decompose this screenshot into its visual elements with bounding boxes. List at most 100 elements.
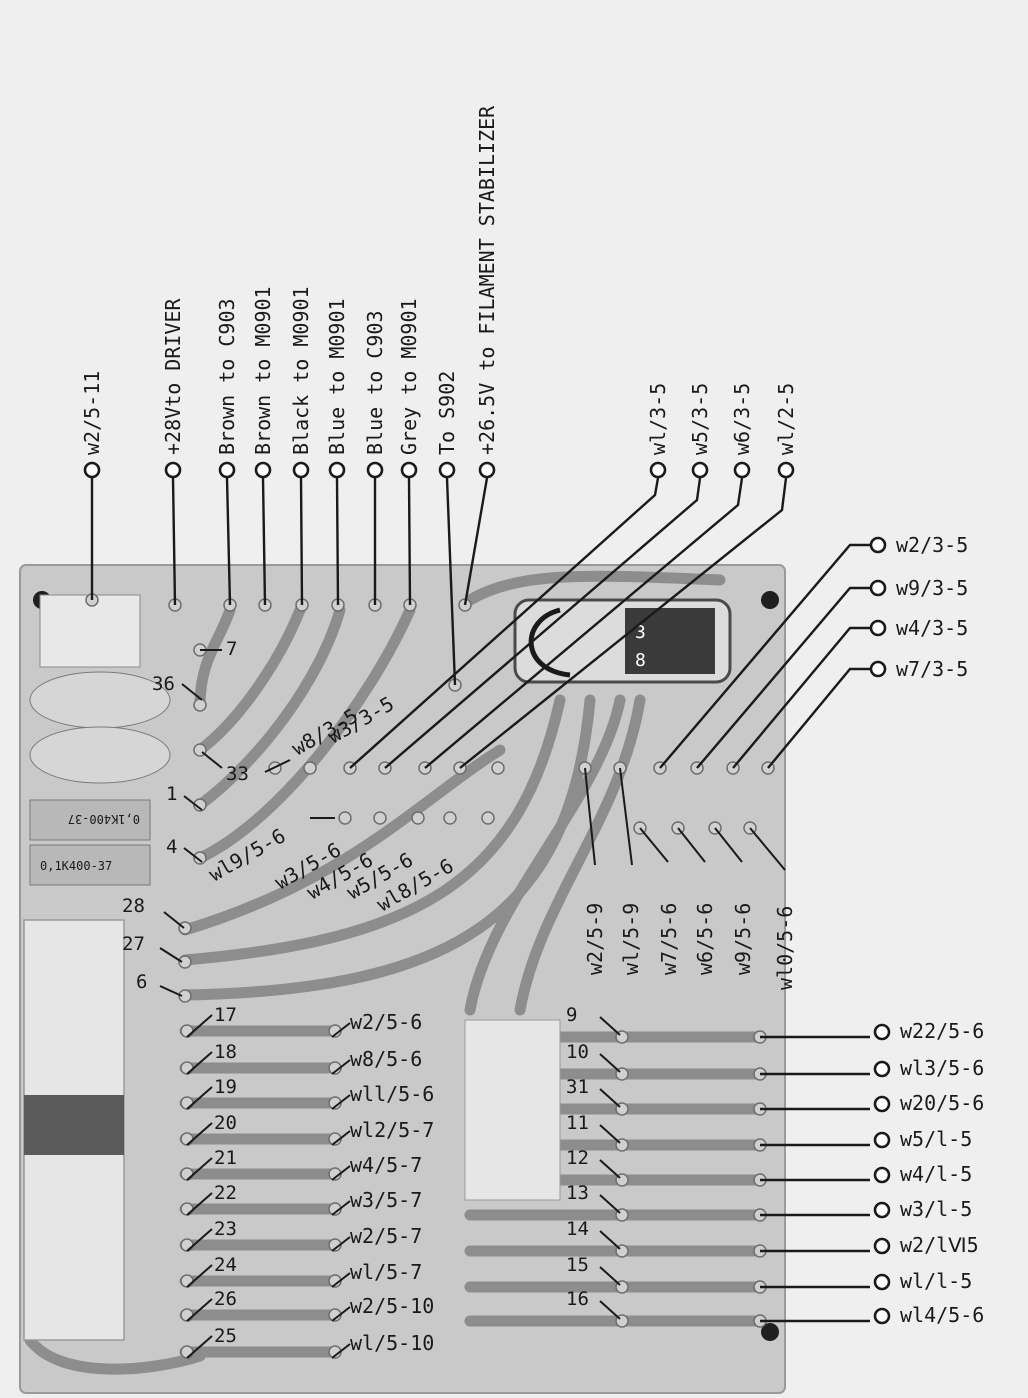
capacitor-label: 0,1K400-37	[68, 812, 140, 826]
terminal-label: w4/l-5	[900, 1162, 972, 1186]
row-number: 16	[566, 1288, 589, 1310]
trace	[194, 604, 346, 811]
solder-pad	[180, 1167, 194, 1181]
pointer-line	[331, 1130, 351, 1146]
row-number: 19	[214, 1076, 237, 1098]
terminal-circle	[777, 461, 795, 479]
row-number: 15	[566, 1254, 589, 1276]
terminal-circle	[873, 1237, 891, 1255]
trace	[179, 694, 596, 1001]
row-label: w4/5-7	[350, 1153, 422, 1177]
row-number: 11	[566, 1112, 589, 1134]
row-number: 10	[566, 1041, 589, 1063]
terminal-label: Brown to C903	[215, 298, 239, 455]
terminal-label: w20/5-6	[900, 1091, 984, 1115]
pointer-line	[584, 767, 596, 866]
solder-pad	[338, 811, 352, 825]
pointer-line	[201, 751, 223, 769]
terminal-label: w5/3-5	[688, 383, 712, 455]
row-label: wll/5-6	[350, 1082, 434, 1106]
pointer-line	[331, 1094, 351, 1110]
top-terminal-group: w2/5-11 +28Vto DRIVER Brown to C903 Brow…	[80, 105, 798, 455]
pin-number: 28	[122, 895, 145, 917]
pin-number: 6	[136, 971, 147, 993]
terminal-circle	[869, 579, 887, 597]
terminal-circle	[649, 461, 667, 479]
terminal-label: To S902	[435, 371, 459, 455]
pointer-line	[186, 1298, 213, 1322]
relay: 3 8	[513, 598, 732, 684]
mounting-hole-top-right	[761, 591, 779, 609]
terminal-circle	[478, 461, 496, 479]
row-number: 9	[566, 1004, 577, 1026]
terminal-label: w2/3-5	[896, 533, 968, 557]
terminal-circle	[873, 1166, 891, 1184]
terminal-label: wl/2-5	[774, 383, 798, 455]
terminal-label: wl3/5-6	[900, 1056, 984, 1080]
pointer-line	[186, 1014, 213, 1038]
electrolytic-capacitor	[29, 671, 171, 729]
terminal-circle	[366, 461, 384, 479]
lead	[261, 477, 267, 606]
pin-number: 36	[152, 673, 175, 695]
copper-traces	[24, 570, 726, 1375]
row-label: wl2/5-7	[350, 1118, 434, 1142]
solder-pad	[180, 1061, 194, 1075]
terminal-circle	[254, 461, 272, 479]
row-number: 21	[214, 1147, 237, 1169]
terminal-circle	[869, 619, 887, 637]
board-label: w9/5-6	[731, 903, 755, 975]
terminal-label: +28Vto DRIVER	[161, 298, 185, 455]
capacitor-block	[29, 844, 151, 886]
terminal-label: w6/3-5	[730, 383, 754, 455]
left-pin-labels: 7 36 33 1 4 28 27 6	[122, 638, 249, 997]
solder-pad	[481, 811, 495, 825]
pointer-line	[331, 1236, 351, 1252]
terminal-label: w3/l-5	[900, 1197, 972, 1221]
row-label: wl/5-10	[350, 1331, 434, 1355]
lead	[424, 477, 744, 769]
row-label: w8/5-6	[350, 1047, 422, 1071]
relay-contacts	[625, 608, 715, 674]
pointer-line	[186, 1192, 213, 1216]
terminal-label: Blue to M0901	[325, 298, 349, 455]
pointer-line	[159, 947, 183, 963]
terminal-circle	[873, 1023, 891, 1041]
capacitor-label: 0,1K400-37	[40, 859, 112, 873]
pointer-line	[331, 1200, 351, 1216]
pin-number: 33	[226, 763, 249, 785]
terminal-label: wl4/5-6	[900, 1303, 984, 1327]
board-label: wl/5-9	[619, 903, 643, 975]
pointer-line	[677, 827, 706, 863]
terminal-circle	[873, 1060, 891, 1078]
solder-pad	[373, 811, 387, 825]
relay-mark: 3	[635, 622, 646, 643]
row-number: 26	[214, 1288, 237, 1310]
pointer-line	[186, 1122, 213, 1146]
terminal-label: +26.5V to FILAMENT STABILIZER	[475, 105, 499, 455]
terminal-circle	[164, 461, 182, 479]
pointer-line	[714, 827, 743, 863]
relay-mark: 8	[635, 650, 646, 671]
terminal-circle	[733, 461, 751, 479]
lead	[349, 477, 660, 769]
trace	[194, 604, 416, 864]
board-label: w2/5-9	[583, 903, 607, 975]
vertical-board-labels: w2/5-9 wl/5-9 w7/5-6 w6/5-6 w9/5-6 wl0/5…	[583, 767, 797, 990]
lead	[445, 477, 457, 686]
pointer-line	[599, 1266, 621, 1286]
power-resistor	[39, 594, 141, 668]
terminal-circle	[292, 461, 310, 479]
row-label: w2/5-6	[350, 1010, 422, 1034]
trace	[179, 694, 566, 966]
pointer-line	[186, 1264, 213, 1288]
lead	[171, 477, 177, 606]
solder-pad	[178, 989, 192, 1003]
terminal-label: Brown to M0901	[251, 286, 275, 455]
pointer-line	[186, 1086, 213, 1110]
pointer-line	[159, 985, 183, 997]
board-label: w6/5-6	[693, 903, 717, 975]
solder-pad	[180, 1096, 194, 1110]
